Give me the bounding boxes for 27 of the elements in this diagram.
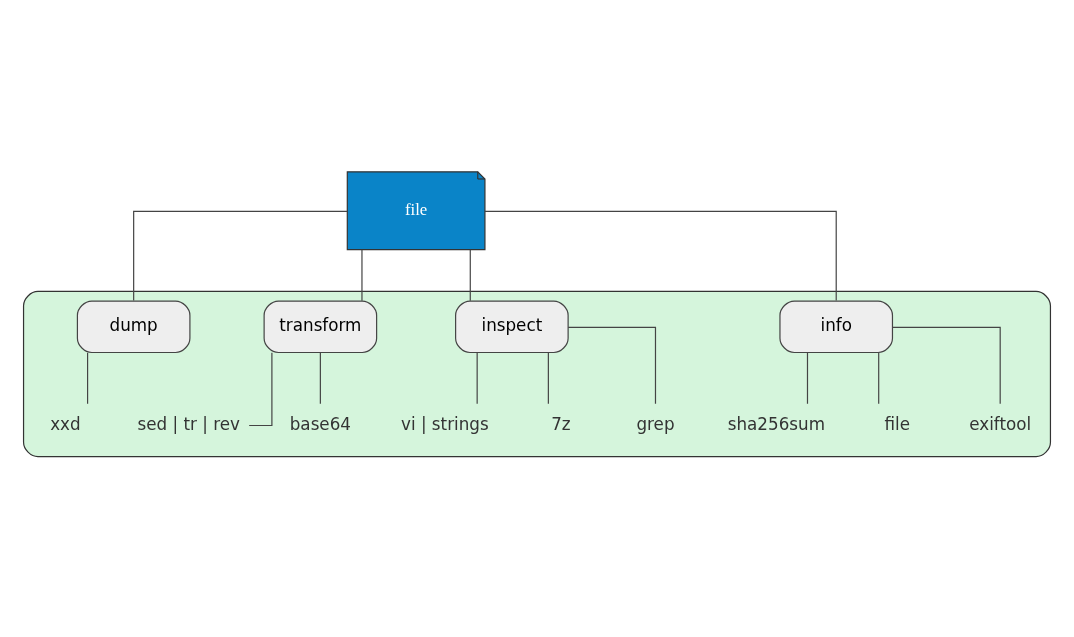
node-text: base64 <box>289 413 351 434</box>
connector <box>484 210 837 301</box>
node-text: exiftool <box>969 413 1032 434</box>
connector <box>248 351 273 426</box>
node-text: grep <box>636 413 675 434</box>
connector <box>878 351 880 404</box>
connector <box>87 351 89 404</box>
connector <box>892 326 1001 404</box>
connector <box>133 210 348 301</box>
node-box: transform <box>263 299 378 353</box>
node-text: file <box>884 413 911 434</box>
connector <box>806 351 809 404</box>
node-text: vi | strings <box>401 413 489 434</box>
node-text: sed | tr | rev <box>137 413 240 434</box>
node-text: sha256sum <box>727 413 825 434</box>
node-text: 7z <box>551 413 571 434</box>
node-box: info <box>779 299 894 353</box>
connector <box>567 326 657 404</box>
node-text: xxd <box>50 413 81 434</box>
connector <box>469 248 471 301</box>
connector <box>547 351 549 404</box>
connector <box>476 351 478 404</box>
connector <box>319 351 321 404</box>
connector <box>361 248 363 301</box>
node-box: inspect <box>455 299 569 353</box>
cluster <box>22 290 1052 457</box>
node-box: dump <box>76 299 191 353</box>
